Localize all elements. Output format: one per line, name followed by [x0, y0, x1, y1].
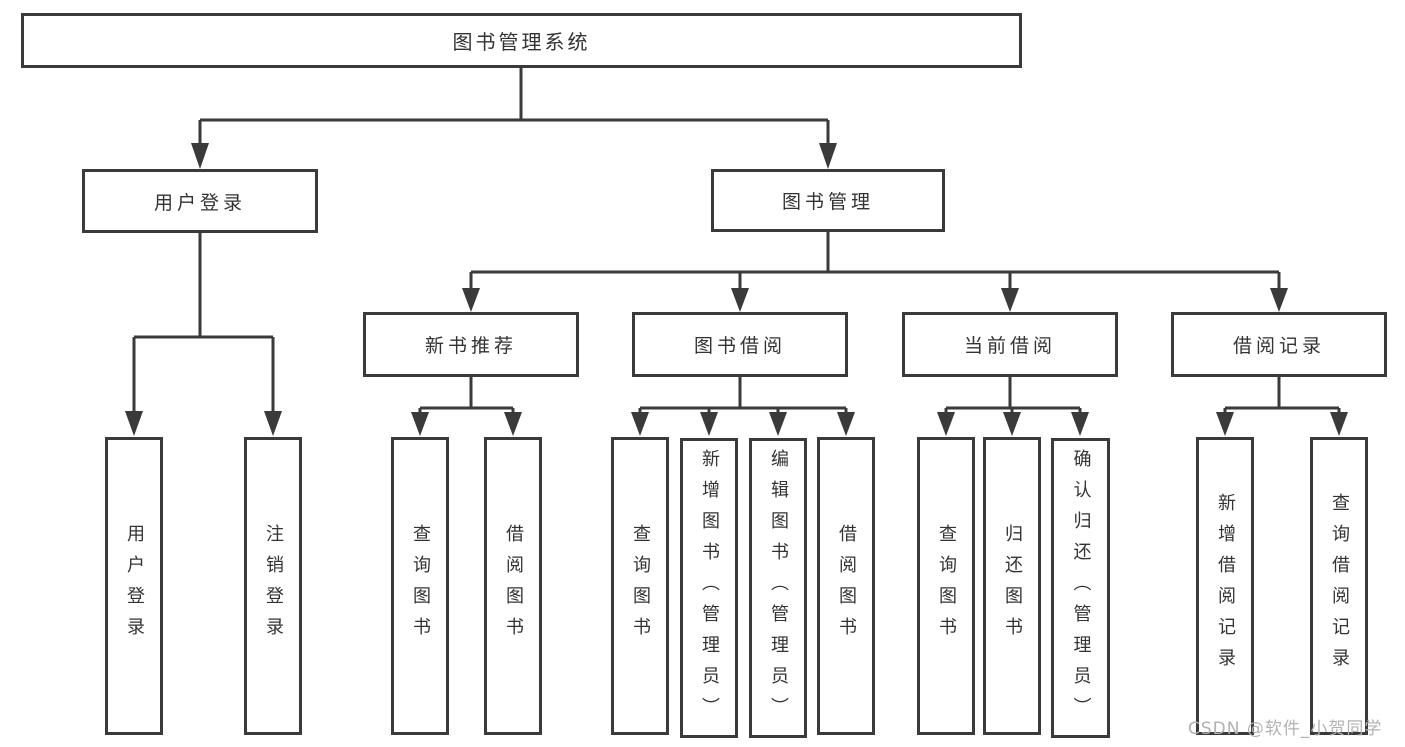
arrowhead	[1003, 412, 1021, 436]
node-borrowing-records: 借阅记录	[1171, 312, 1387, 377]
leaf-nbr-query-books: 查询图书	[391, 437, 449, 735]
arrowhead	[1270, 288, 1288, 312]
arrowhead	[631, 412, 649, 436]
connector-root-to-level2	[191, 68, 837, 169]
node-current-borrowing: 当前借阅	[902, 312, 1118, 377]
arrowhead	[264, 411, 282, 436]
leaf-cb-query-books-label: 查询图书	[936, 524, 957, 648]
connector-current-borrowing-to-leaves	[937, 377, 1089, 436]
node-new-book-recommend-label: 新书推荐	[424, 335, 517, 357]
leaf-cb-return-books-label: 归还图书	[1002, 524, 1023, 648]
node-new-book-recommend: 新书推荐	[363, 312, 579, 377]
node-book-borrowing-label: 图书借阅	[693, 335, 786, 357]
leaf-cb-query-books: 查询图书	[917, 437, 975, 735]
arrowhead	[462, 288, 480, 312]
leaf-bb-edit-books-admin: 编辑图书（管理员）	[749, 438, 807, 738]
arrowhead	[700, 412, 718, 436]
arrowhead	[1001, 288, 1019, 312]
arrowhead	[125, 411, 143, 436]
leaf-br-query-record: 查询借阅记录	[1310, 437, 1368, 735]
csdn-watermark: CSDN @软件_小贺同学	[1188, 719, 1383, 739]
node-user-login-label: 用户登录	[153, 191, 246, 214]
node-current-borrowing-label: 当前借阅	[963, 335, 1056, 357]
connector-borrowing-records-to-leaves	[1216, 377, 1348, 436]
node-book-borrowing: 图书借阅	[632, 312, 848, 377]
leaf-bb-query-books-label: 查询图书	[630, 524, 651, 648]
node-book-management: 图书管理	[711, 169, 945, 232]
leaf-bb-edit-books-admin-label: 编辑图书（管理员）	[768, 448, 789, 728]
leaf-logout-label: 注销登录	[263, 524, 284, 648]
leaf-br-query-record-label: 查询借阅记录	[1329, 493, 1350, 679]
node-root-label: 图书管理系统	[452, 30, 591, 54]
connector-book-borrowing-to-leaves	[631, 377, 855, 436]
node-root: 图书管理系统	[21, 13, 1022, 68]
leaf-cb-confirm-return-admin-label: 确认归还（管理员）	[1070, 448, 1092, 728]
leaf-bb-borrow-books-label: 借阅图书	[836, 524, 857, 648]
leaf-bb-add-books-admin: 新增图书（管理员）	[680, 438, 738, 738]
leaf-cb-confirm-return-admin: 确认归还（管理员）	[1051, 438, 1110, 738]
connector-user-login-to-leaves	[125, 233, 282, 436]
node-book-management-label: 图书管理	[781, 191, 874, 213]
arrowhead	[731, 288, 749, 312]
arrowhead	[819, 143, 837, 169]
arrowhead	[191, 143, 209, 169]
arrowhead	[504, 412, 522, 436]
leaf-user-login-label: 用户登录	[124, 524, 145, 648]
connector-new-book-recommend-to-leaves	[411, 377, 522, 436]
arrowhead	[937, 412, 955, 436]
arrowhead	[411, 412, 429, 436]
leaf-bb-borrow-books: 借阅图书	[817, 437, 875, 735]
leaf-bb-query-books: 查询图书	[611, 437, 669, 735]
connector-book-management-to-level3	[462, 232, 1288, 312]
arrowhead	[837, 412, 855, 436]
node-user-login: 用户登录	[82, 169, 318, 233]
leaf-logout: 注销登录	[244, 437, 302, 735]
arrowhead	[769, 412, 787, 436]
arrowhead	[1330, 412, 1348, 436]
leaf-cb-return-books: 归还图书	[983, 437, 1041, 735]
leaf-user-login: 用户登录	[105, 437, 163, 735]
leaf-nbr-borrow-books-label: 借阅图书	[503, 524, 524, 648]
leaf-nbr-query-books-label: 查询图书	[410, 524, 431, 648]
arrowhead	[1216, 412, 1234, 436]
leaf-nbr-borrow-books: 借阅图书	[484, 437, 542, 735]
node-borrowing-records-label: 借阅记录	[1232, 335, 1325, 357]
leaf-bb-add-books-admin-label: 新增图书（管理员）	[699, 448, 720, 728]
arrowhead	[1071, 412, 1089, 436]
leaf-br-add-record: 新增借阅记录	[1196, 437, 1254, 735]
leaf-br-add-record-label: 新增借阅记录	[1215, 493, 1236, 679]
